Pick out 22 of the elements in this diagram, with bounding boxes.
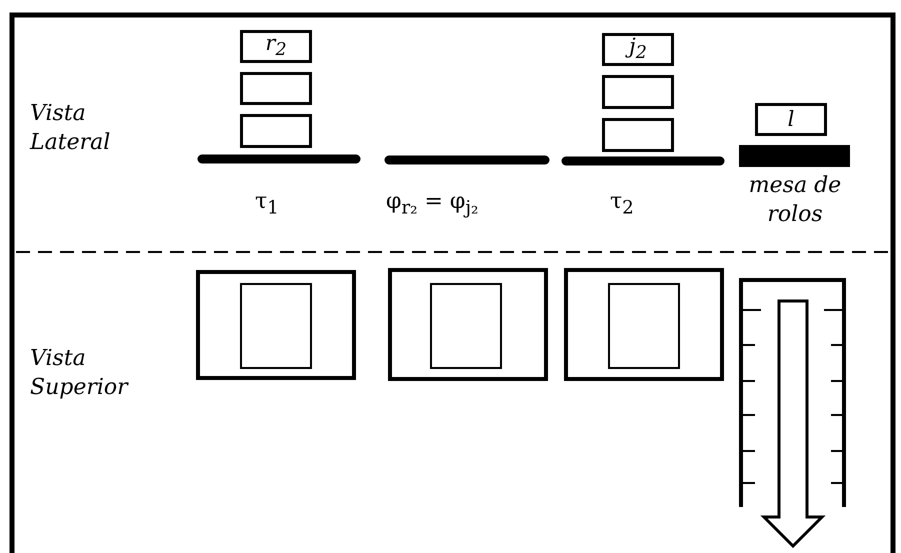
box bbox=[388, 268, 548, 381]
inner-rectangle bbox=[608, 283, 680, 369]
equation-label: φ$_{r₂}$ = φ$_{j₂}$ bbox=[386, 188, 480, 220]
box-label: r$_{2}$ bbox=[265, 33, 287, 60]
box bbox=[564, 268, 724, 381]
box bbox=[240, 72, 312, 105]
box bbox=[602, 118, 674, 152]
box-label: l bbox=[788, 109, 794, 130]
box bbox=[196, 270, 356, 380]
caption: mesa de rolos bbox=[748, 172, 842, 229]
symbol-label: τ$_{2}$ bbox=[610, 188, 635, 220]
view-label: Vista Lateral bbox=[30, 100, 112, 157]
box bbox=[602, 75, 674, 109]
roller-table-block bbox=[739, 145, 850, 167]
inner-rectangle bbox=[240, 283, 312, 369]
symbol-label: τ$_{1}$ bbox=[255, 188, 280, 220]
view-label: Vista Superior bbox=[30, 345, 130, 402]
labeled-box bbox=[240, 30, 312, 63]
labeled-box bbox=[755, 103, 827, 136]
box bbox=[240, 114, 312, 148]
inner-rectangle bbox=[430, 283, 502, 369]
labeled-box bbox=[602, 33, 674, 66]
